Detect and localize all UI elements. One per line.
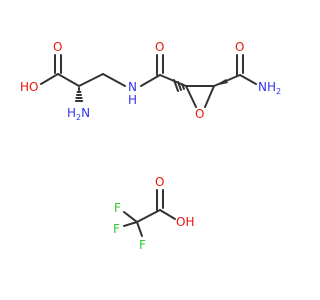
methylene-amide-n-bond xyxy=(102,73,126,87)
amine-n: N xyxy=(81,106,90,120)
hashed-wedge-epoxide-1c xyxy=(173,79,179,92)
hydroxyl-label: HO xyxy=(20,80,38,94)
epoxide-oxygen-label: O xyxy=(195,107,204,121)
acid-oxygen-label: O xyxy=(53,40,62,54)
amide-n-label: N xyxy=(128,80,137,94)
alpha-methylene-bond xyxy=(78,73,104,87)
bold-wedge-epoxide-2 xyxy=(214,79,228,86)
chemical-structure-drawing: O HO H2N N H O O O NH2 O OH F F F xyxy=(20,40,281,252)
tfa-bonds xyxy=(123,189,176,237)
acid-hydroxyl-bond xyxy=(40,73,59,85)
tfa-hydroxyl-label: OH xyxy=(176,215,194,229)
tfa-hydroxyl-bond xyxy=(159,209,176,220)
amine-label: H2N xyxy=(67,106,90,122)
amide-h-label: H xyxy=(128,93,137,107)
tfa-cf3-bond xyxy=(136,209,161,223)
epoxide-c1-o-bond xyxy=(185,85,197,108)
carboxamide-amine-n: NH xyxy=(258,80,276,94)
tfa-fluorine-3-label: F xyxy=(139,238,146,252)
amine-subscript: 2 xyxy=(76,113,81,122)
tfa-f1-bond xyxy=(123,211,138,223)
carboxamide-amine-bond xyxy=(239,74,257,85)
acid-alpha-bond xyxy=(57,73,80,87)
tfa-atoms: O OH F F F xyxy=(113,175,194,252)
carboxamide-amine-label: NH2 xyxy=(258,80,281,96)
carboxamide-oxygen-label: O xyxy=(235,40,244,54)
hashed-wedge-epoxide-1b xyxy=(177,81,182,91)
tfa-f3-bond xyxy=(136,221,143,237)
tfa-carbonyl-oxygen-label: O xyxy=(155,175,164,189)
amide-n-carbonyl-bond xyxy=(140,74,161,87)
amide-oxygen-label: O xyxy=(155,40,164,54)
epoxide-c2-o-bond xyxy=(204,85,215,108)
hashed-wedge-epoxide-1 xyxy=(181,83,185,90)
tfa-f2-bond xyxy=(123,221,138,227)
main-molecule-atoms: O HO H2N N H O O O NH2 xyxy=(20,40,281,122)
tfa-fluorine-1-label: F xyxy=(114,201,121,215)
tfa-fluorine-2-label: F xyxy=(113,222,120,236)
stereo-bonds xyxy=(74,79,228,102)
amine-text: H xyxy=(67,106,76,120)
structure-canvas: O HO H2N N H O O O NH2 O OH F F F xyxy=(20,40,282,252)
main-molecule-bonds xyxy=(40,54,257,108)
carboxamide-amine-subscript: 2 xyxy=(276,87,281,96)
